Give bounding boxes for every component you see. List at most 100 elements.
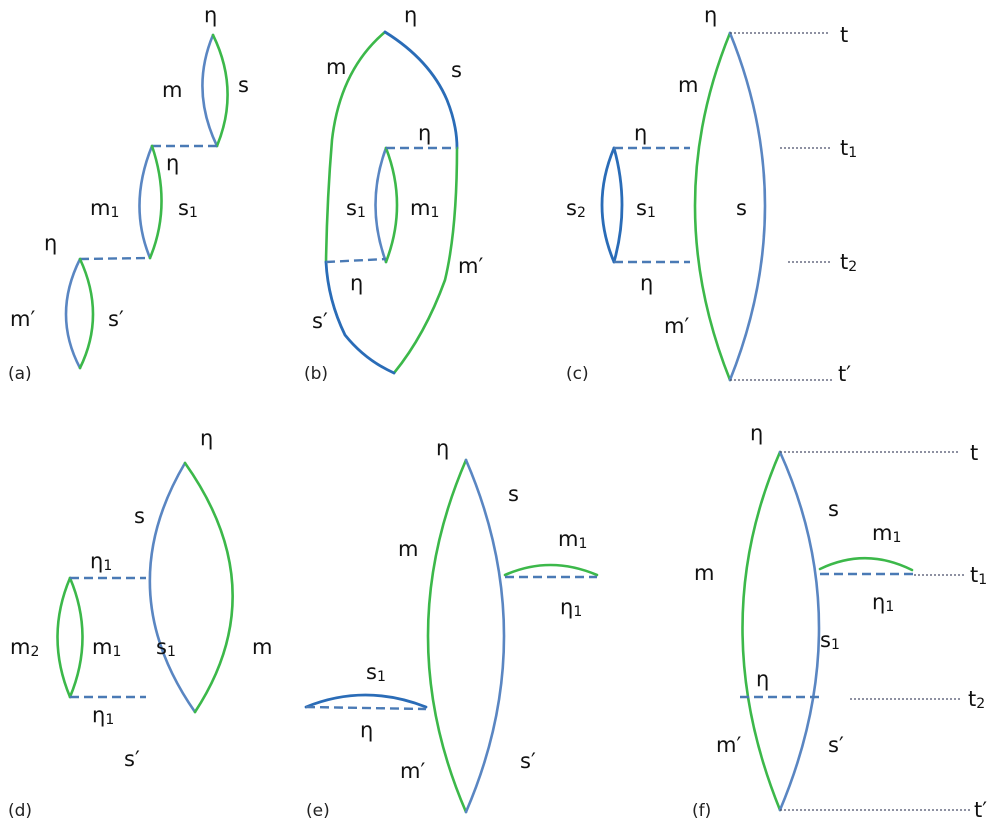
c-label-t2: t2 <box>840 250 857 275</box>
f-label-eta: η <box>756 667 769 691</box>
e-curve-m1 <box>503 563 599 577</box>
a-caption: (a) <box>8 364 32 384</box>
c-label-m-prime: m′ <box>664 314 689 338</box>
d-curve-m1 <box>68 576 84 699</box>
c-curve-s <box>728 31 767 382</box>
d-label-m: m <box>252 635 272 659</box>
a-label-m: m <box>162 78 182 102</box>
c-label-s2: s2 <box>566 196 586 221</box>
e-curve-s1 <box>304 693 428 709</box>
c-label-eta-upper: η <box>634 121 647 145</box>
a-label-eta-mid: η <box>166 151 179 175</box>
panel-b: η m s η s1 m1 m′ η s′ (b) <box>304 3 483 384</box>
b-label-s: s <box>451 58 462 82</box>
e-eta-link <box>305 705 427 711</box>
b-label-m: m <box>326 55 346 79</box>
b-label-eta-top: η <box>404 3 417 27</box>
d-label-m2: m2 <box>10 635 39 660</box>
a-curve-m-prime <box>64 257 82 370</box>
b-label-s1: s1 <box>346 196 366 221</box>
a-label-s-prime: s′ <box>108 307 124 331</box>
a-label-eta-top: η <box>204 3 217 27</box>
f-label-eta1: η1 <box>872 590 894 615</box>
d-label-eta1-upper: η1 <box>90 549 112 574</box>
b-label-s-prime: s′ <box>312 309 328 333</box>
b-label-m-prime: m′ <box>458 254 483 278</box>
c-label-t: t <box>840 23 848 47</box>
b-label-eta-inner-top: η <box>418 121 431 145</box>
b-caption: (b) <box>304 364 328 384</box>
f-curve-m1 <box>818 556 914 572</box>
panel-c: η m t t1 η s2 s1 s t2 η m′ t′ (c) <box>566 3 857 386</box>
panel-a: η m s η m1 s1 η m′ s′ (a) <box>8 3 249 384</box>
e-caption: (e) <box>306 801 330 821</box>
d-label-m1: m1 <box>92 635 121 660</box>
b-label-m1: m1 <box>410 196 439 221</box>
d-label-eta1-lower: η1 <box>92 703 114 728</box>
c-curve-s1 <box>612 146 624 264</box>
a-label-eta-low: η <box>44 231 57 255</box>
c-curve-s2 <box>600 146 616 264</box>
b-curve-m1 <box>384 146 399 264</box>
b-curve-s <box>383 30 459 150</box>
a-label-s: s <box>238 73 249 97</box>
f-label-m1: m1 <box>872 521 901 546</box>
a-label-m1: m1 <box>90 196 119 221</box>
e-label-s: s <box>508 482 519 506</box>
a-curve-s <box>211 33 229 148</box>
d-label-s-prime: s′ <box>124 747 140 771</box>
a-label-s1: s1 <box>178 196 198 221</box>
panel-e: η s m m1 η1 s1 η m′ s′ (e) <box>304 436 599 821</box>
f-curve-s <box>778 450 821 812</box>
c-label-s: s <box>736 196 747 220</box>
f-label-s-prime: s′ <box>828 733 844 757</box>
d-label-eta-top: η <box>200 426 213 450</box>
d-caption: (d) <box>8 801 32 821</box>
d-curve-m <box>183 461 234 714</box>
d-curve-s <box>148 461 197 714</box>
e-label-m: m <box>398 537 418 561</box>
c-curve-m <box>693 31 732 382</box>
a-label-m-prime: m′ <box>10 307 35 331</box>
a-eta-link-lower <box>79 256 151 261</box>
c-caption: (c) <box>566 364 589 384</box>
b-curve-m <box>324 30 387 264</box>
c-label-s1: s1 <box>636 196 656 221</box>
d-label-s: s <box>134 504 145 528</box>
panel-d: η s η1 m2 m1 s1 m η1 s′ (d) <box>8 426 272 821</box>
e-label-s1: s1 <box>366 660 386 685</box>
f-label-t2: t2 <box>968 687 985 712</box>
f-curve-m <box>741 450 782 812</box>
f-caption: (f) <box>692 801 711 821</box>
f-label-m-prime: m′ <box>716 733 741 757</box>
d-label-s1: s1 <box>156 635 176 660</box>
b-curve-m-prime <box>392 146 459 375</box>
a-curve-s1 <box>148 144 163 260</box>
e-label-eta: η <box>360 718 373 742</box>
f-label-s1: s1 <box>820 628 840 653</box>
e-label-m1: m1 <box>558 527 587 552</box>
a-curve-m1 <box>138 144 154 260</box>
panel-f: η t s m1 m t1 η1 s1 η t2 m′ s′ t′ (f) <box>692 421 987 822</box>
f-label-eta-top: η <box>750 421 763 445</box>
e-curve-s <box>464 458 506 814</box>
b-curve-s-prime <box>324 260 396 375</box>
f-label-t: t <box>970 441 978 465</box>
f-label-t1: t1 <box>970 563 987 588</box>
c-label-eta-lower: η <box>640 271 653 295</box>
e-label-m-prime: m′ <box>400 759 425 783</box>
a-curve-m <box>201 33 219 148</box>
c-label-t-prime: t′ <box>838 362 851 386</box>
e-label-eta-top: η <box>436 436 449 460</box>
f-label-s: s <box>828 497 839 521</box>
c-label-eta-top: η <box>704 3 717 27</box>
b-eta-link-lower <box>325 257 387 264</box>
e-label-s-prime: s′ <box>520 749 536 773</box>
e-label-eta1: η1 <box>560 595 582 620</box>
a-curve-s-prime <box>78 257 95 370</box>
b-label-eta-inner-bottom: η <box>350 271 363 295</box>
f-label-m: m <box>694 561 714 585</box>
e-curve-m <box>426 458 468 814</box>
